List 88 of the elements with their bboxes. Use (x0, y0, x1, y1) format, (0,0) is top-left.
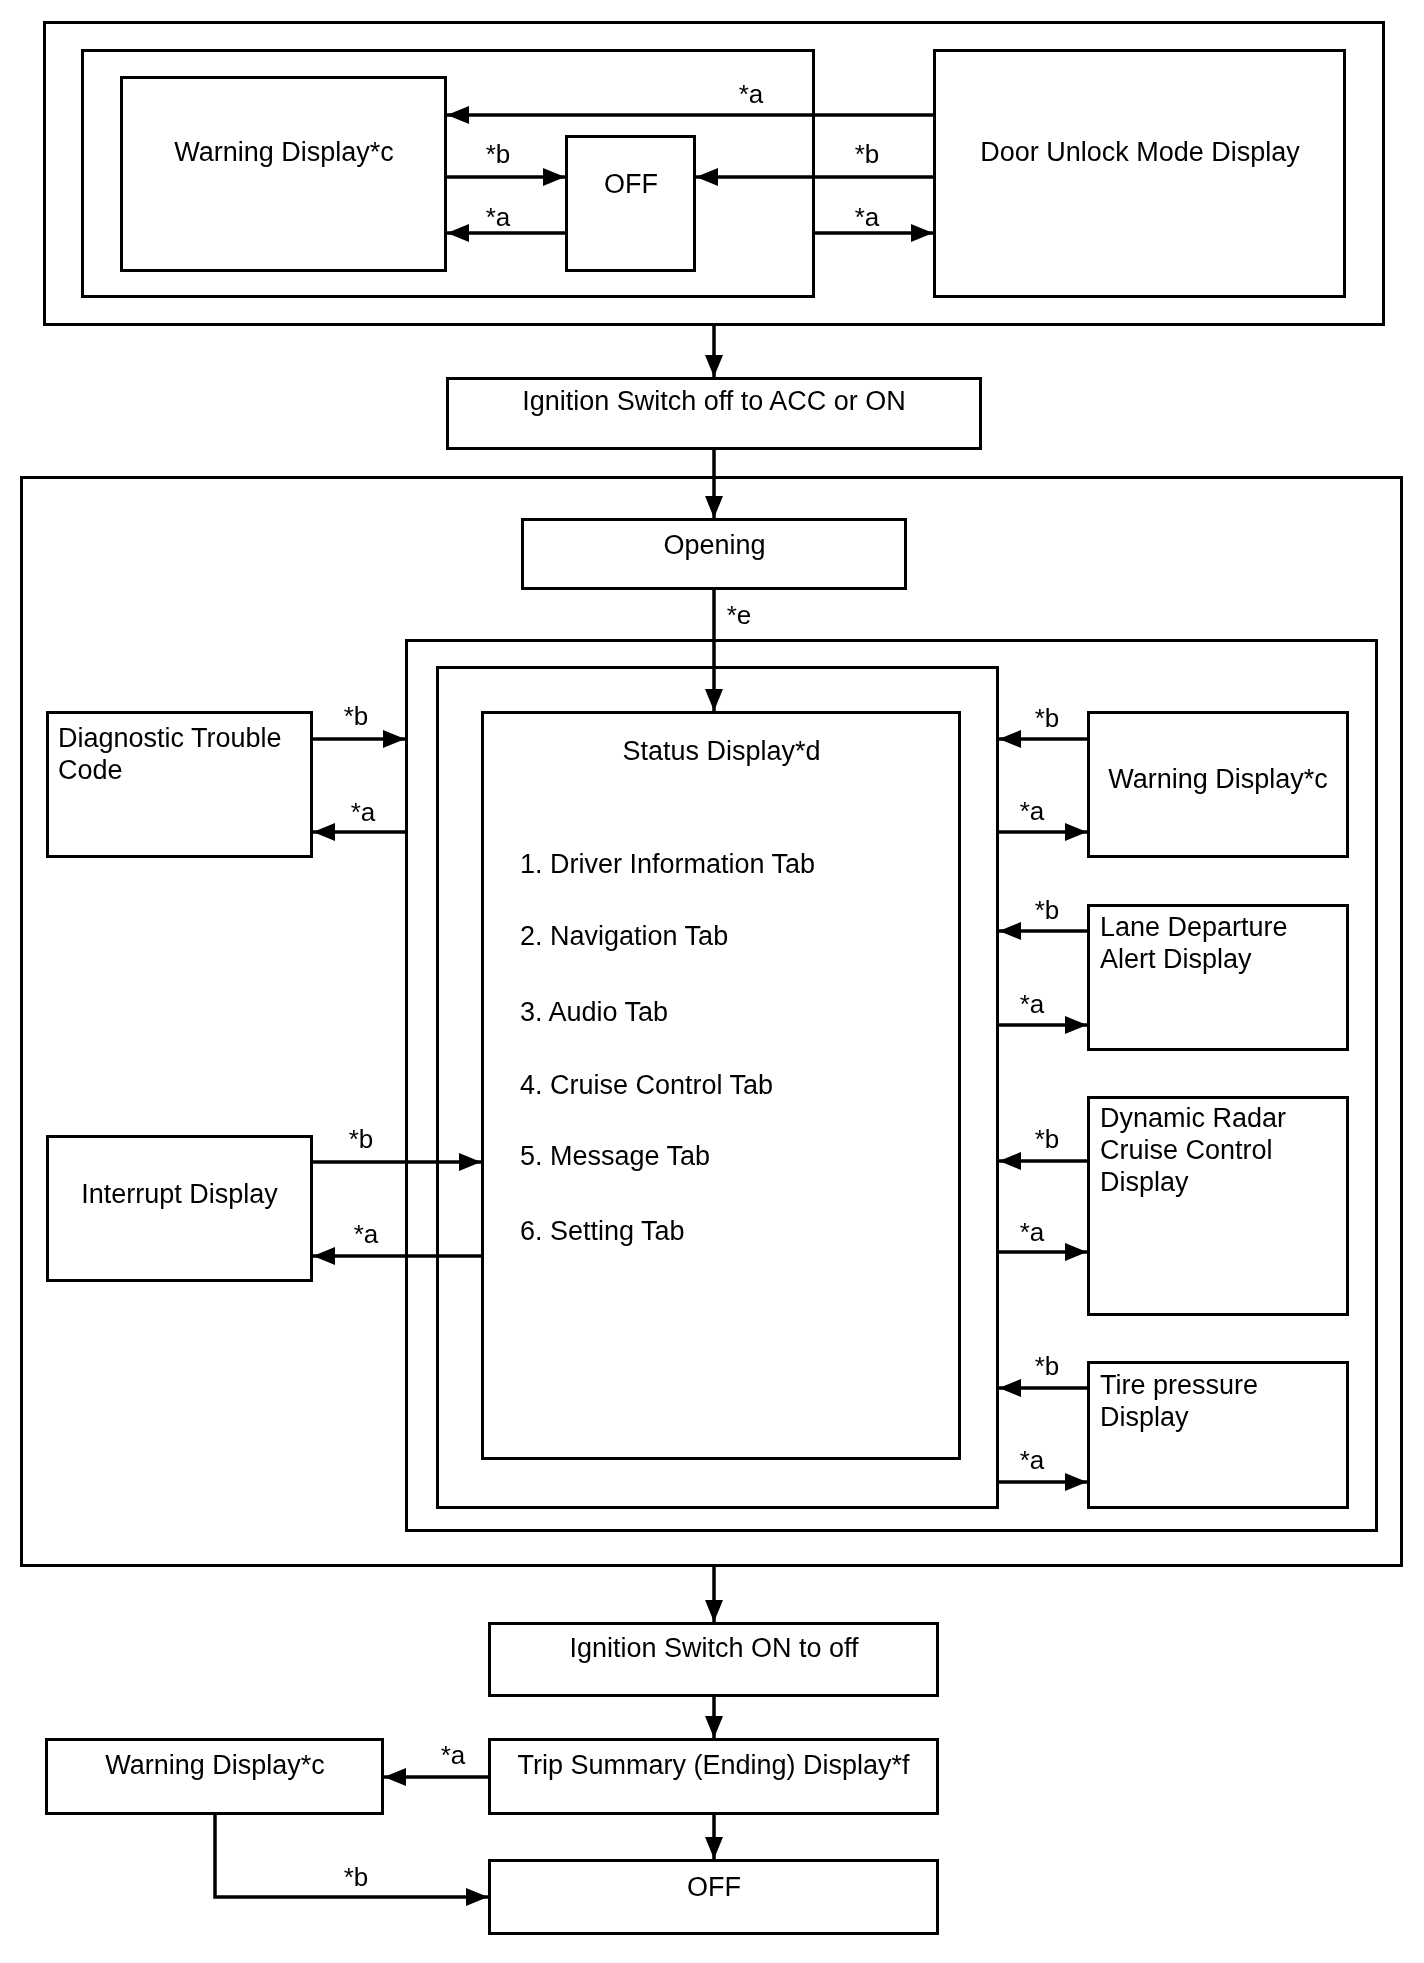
state-box (933, 49, 1346, 298)
edge-label: *b (854, 139, 880, 169)
edge-label: *b (1034, 703, 1060, 733)
edge-label: *a (485, 202, 511, 232)
state-box (46, 1135, 313, 1282)
state-label: Warning Display*c (104, 1749, 326, 1781)
group-frame (436, 666, 999, 1509)
edge-label: *a (440, 1740, 466, 1770)
tab-item: 3. Audio Tab (520, 996, 670, 1028)
arrow (313, 823, 405, 841)
state-box (45, 1738, 384, 1815)
state-label: Tire pressure Display (1100, 1369, 1260, 1433)
arrow (313, 730, 405, 748)
state-box (1087, 904, 1349, 1051)
state-box (521, 518, 907, 590)
state-box (446, 377, 982, 450)
state-label: Dynamic Radar Cruise Control Display (1100, 1102, 1288, 1198)
state-box (1087, 711, 1349, 858)
arrow (999, 1152, 1087, 1170)
tab-item: 1. Driver Information Tab (520, 848, 817, 880)
edge-label: *a (854, 202, 880, 232)
arrow (705, 450, 723, 518)
edge-label: *a (350, 797, 376, 827)
state-label: Trip Summary (Ending) Display*f (516, 1749, 911, 1781)
state-box (488, 1859, 939, 1935)
edge-label: *a (738, 79, 764, 109)
tab-item: 5. Message Tab (520, 1140, 712, 1172)
arrow (999, 823, 1087, 841)
group-frame (20, 476, 1403, 1567)
arrow (815, 224, 933, 242)
edge-label: *b (343, 701, 369, 731)
state-box (488, 1738, 939, 1815)
state-title: Status Display*d (621, 735, 822, 767)
arrow (313, 1247, 481, 1265)
state-label: Warning Display*c (1107, 763, 1329, 795)
arrow (447, 168, 565, 186)
state-label: OFF (603, 168, 659, 200)
state-box (481, 711, 961, 1460)
edge-label: *b (1034, 1351, 1060, 1381)
edge-label: *e (726, 600, 752, 630)
group-frame (43, 21, 1385, 326)
edge-label: *b (1034, 1124, 1060, 1154)
state-box (565, 135, 696, 272)
arrow (705, 1697, 723, 1738)
group-frame (81, 49, 815, 298)
state-label: Interrupt Display (80, 1178, 279, 1210)
edge-label: *a (1019, 1217, 1045, 1247)
arrow (313, 1153, 481, 1171)
state-label: Door Unlock Mode Display (979, 136, 1301, 168)
state-box (1087, 1361, 1349, 1509)
group-frame (405, 639, 1378, 1532)
edge-label: *b (1034, 895, 1060, 925)
edge-label: *a (1019, 1445, 1045, 1475)
edge-label: *a (1019, 796, 1045, 826)
arrow (999, 1379, 1087, 1397)
tab-item: 2. Navigation Tab (520, 920, 730, 952)
state-box (120, 76, 447, 272)
arrow (999, 1473, 1087, 1491)
state-label: Ignition Switch ON to off (568, 1632, 860, 1664)
arrow (705, 326, 723, 377)
state-label: Warning Display*c (173, 136, 395, 168)
tab-item: 4. Cruise Control Tab (520, 1069, 775, 1101)
state-box (488, 1622, 939, 1697)
arrow (999, 1016, 1087, 1034)
state-label: Ignition Switch off to ACC or ON (521, 385, 907, 417)
arrow (705, 590, 723, 711)
edge-label: *a (1019, 989, 1045, 1019)
arrow (696, 168, 933, 186)
arrow (447, 106, 933, 124)
arrow (384, 1768, 488, 1786)
edge-label: *b (348, 1124, 374, 1154)
state-label: Diagnostic Trouble Code (58, 722, 283, 786)
arrow (705, 1567, 723, 1622)
edge-label: *b (485, 139, 511, 169)
edge-label: *b (343, 1862, 369, 1892)
arrow (705, 1815, 723, 1859)
state-box (1087, 1096, 1349, 1316)
arrow (999, 730, 1087, 748)
state-label: Opening (662, 529, 767, 561)
arrow (213, 1815, 488, 1906)
state-label: Lane Departure Alert Display (1100, 911, 1289, 975)
arrow (999, 922, 1087, 940)
state-label: OFF (686, 1871, 742, 1903)
tab-item: 6. Setting Tab (520, 1215, 686, 1247)
edge-label: *a (353, 1219, 379, 1249)
arrow (447, 224, 565, 242)
arrow (999, 1243, 1087, 1261)
state-box (46, 711, 313, 858)
